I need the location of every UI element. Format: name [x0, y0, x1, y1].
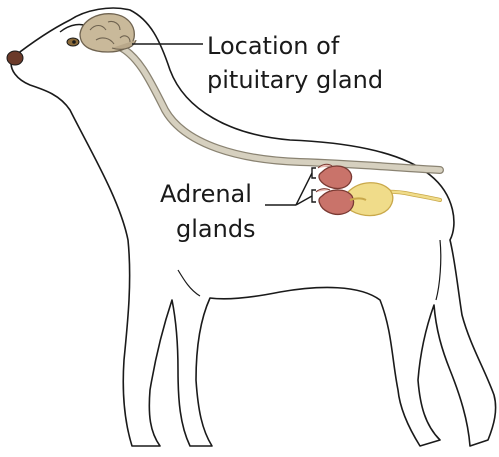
adrenal-leader-line-lower	[295, 195, 313, 206]
kidney-icon	[317, 163, 353, 190]
pituitary-label-line2: pituitary gland	[207, 66, 384, 94]
dog-outline	[10, 7, 497, 447]
kidney-icon	[315, 188, 367, 216]
brain-icon	[79, 13, 137, 53]
adrenal-label-line1: Adrenal	[160, 180, 252, 208]
pituitary-label-line1: Location of	[207, 32, 340, 60]
eye-pupil	[72, 40, 76, 44]
adrenal-leader-line-upper	[295, 172, 313, 206]
adrenal-label-line2: glands	[176, 215, 256, 243]
shoulder-line	[177, 269, 201, 297]
nose-icon	[6, 50, 24, 66]
hind-leg-line	[435, 239, 442, 301]
spinal-cord-fill	[115, 43, 443, 173]
